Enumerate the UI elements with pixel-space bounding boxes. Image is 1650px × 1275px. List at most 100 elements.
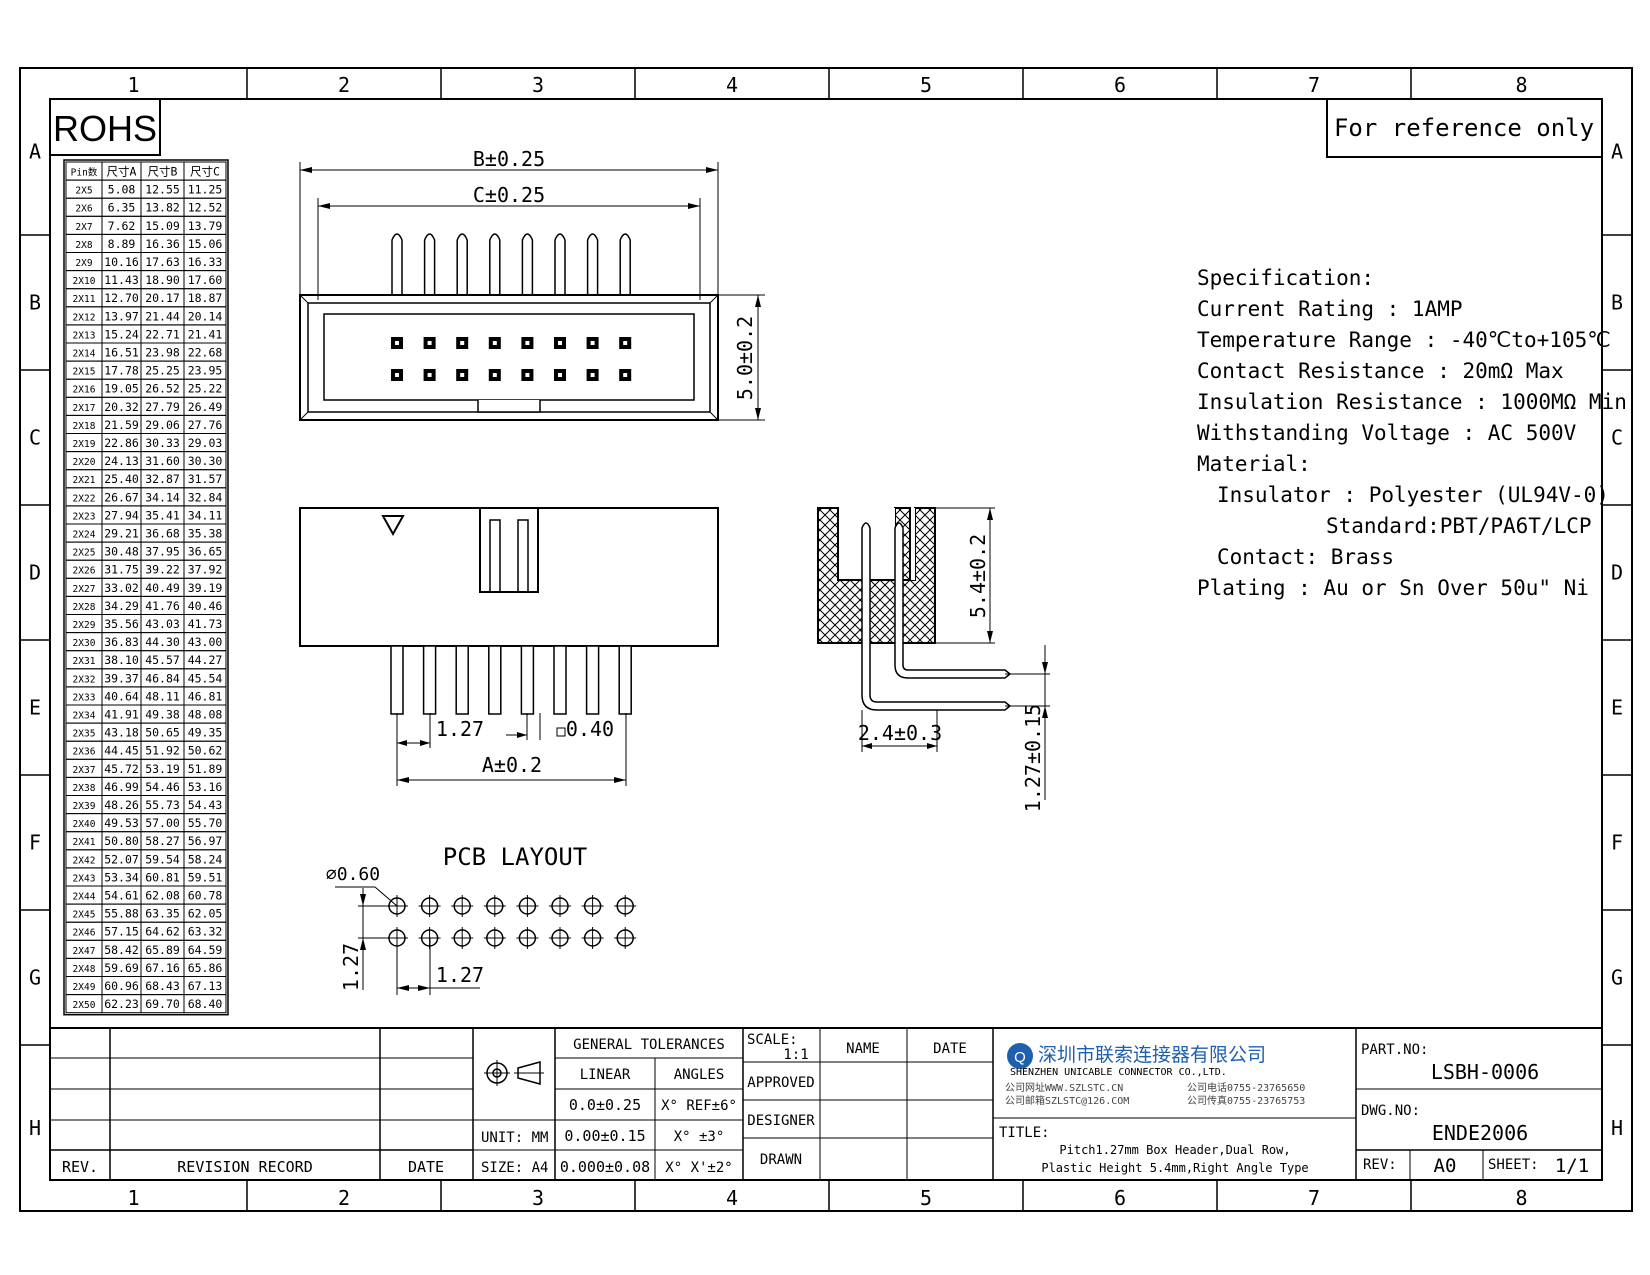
table-header-cell: 尺寸B — [148, 165, 178, 179]
dim-height: 5.0±0.2 — [733, 316, 757, 400]
spec-line-8: Standard:PBT/PA6T/LCP — [1326, 514, 1592, 538]
company-fax: 公司传真0755-23765753 — [1187, 1094, 1305, 1107]
table-cell: 63.35 — [145, 907, 180, 921]
top-body — [299, 507, 719, 647]
table-cell: 2X9 — [75, 258, 92, 269]
spec-line-10: Plating : Au or Sn Over 50u" Ni — [1197, 576, 1589, 600]
table-cell: 30.33 — [145, 436, 180, 450]
table-cell: 38.10 — [104, 653, 139, 667]
tol-linear-0: 0.0±0.25 — [569, 1096, 641, 1114]
company-name-cn: 深圳市联索连接器有限公司 — [1038, 1044, 1266, 1066]
table-cell: 2X7 — [75, 222, 92, 233]
table-cell: 10.16 — [104, 255, 139, 269]
table-cell: 20.32 — [104, 400, 139, 414]
table-cell: 58.27 — [145, 834, 180, 848]
rohs-label: ROHS — [53, 108, 157, 149]
table-cell: 31.75 — [104, 563, 139, 577]
slot-pin — [517, 519, 529, 593]
table-cell: 57.00 — [145, 816, 180, 830]
table-cell: 2X30 — [73, 638, 96, 649]
table-cell: 15.06 — [188, 237, 223, 251]
tol-angle-2: X° X'±2° — [665, 1160, 732, 1176]
table-cell: 34.29 — [104, 599, 139, 613]
spec-line-4: Insulation Resistance : 1000MΩ Min — [1197, 390, 1627, 414]
table-cell: 62.08 — [145, 889, 180, 903]
title-block: REV. REVISION RECORD DATE UNIT: MM SIZE:… — [50, 1027, 1602, 1180]
spec-line-9: Contact: Brass — [1217, 545, 1394, 569]
table-cell: 37.95 — [145, 545, 180, 559]
dim-b: B±0.25 — [473, 147, 545, 171]
dim-side-pitch: 1.27±0.15 — [1021, 704, 1045, 812]
row-label-right: A — [1611, 140, 1623, 164]
row-label-left: B — [29, 291, 41, 315]
table-cell: 16.36 — [145, 237, 180, 251]
table-cell: 31.57 — [188, 472, 223, 486]
linear-header: LINEAR — [580, 1067, 631, 1083]
front-cavity — [323, 313, 695, 401]
table-cell: 68.43 — [145, 979, 180, 993]
table-cell: 49.35 — [188, 726, 223, 740]
table-cell: 37.92 — [188, 563, 223, 577]
table-cell: 26.49 — [188, 400, 223, 414]
table-cell: 12.55 — [145, 183, 180, 197]
table-cell: 59.54 — [145, 852, 180, 866]
table-cell: 35.38 — [188, 527, 223, 541]
name-header: NAME — [846, 1041, 880, 1057]
table-cell: 2X22 — [73, 493, 96, 504]
arrow — [688, 203, 700, 209]
table-cell: 54.43 — [188, 798, 223, 812]
title-line-1: Pitch1.27mm Box Header,Dual Row, — [1059, 1143, 1290, 1157]
unit-label: UNIT: MM — [481, 1130, 548, 1146]
top-pin — [520, 645, 535, 715]
table-cell: 45.57 — [145, 653, 180, 667]
company-name-en: SHENZHEN UNICABLE CONNECTOR CO.,LTD. — [1010, 1067, 1227, 1078]
table-cell: 43.18 — [104, 726, 139, 740]
pin1-marker — [381, 515, 405, 537]
table-cell: 8.89 — [108, 237, 136, 251]
table-cell: 65.89 — [145, 943, 180, 957]
square-symbol — [556, 727, 566, 737]
rev-header: REV. — [62, 1158, 98, 1176]
title-label: TITLE: — [999, 1125, 1050, 1141]
table-cell: 2X43 — [73, 873, 96, 884]
top-pin — [618, 645, 632, 715]
table-cell: 52.07 — [104, 852, 139, 866]
table-cell: 30.48 — [104, 545, 139, 559]
polarization-key — [477, 400, 541, 413]
table-cell: 45.72 — [104, 762, 139, 776]
front-pin — [489, 233, 501, 295]
table-cell: 2X15 — [73, 367, 96, 378]
table-cell: 67.13 — [188, 979, 223, 993]
table-cell: 41.76 — [145, 599, 180, 613]
top-pin — [390, 645, 404, 715]
top-pin — [455, 645, 469, 715]
table-cell: 68.40 — [188, 997, 223, 1011]
table-cell: 25.25 — [145, 364, 180, 378]
table-cell: 62.23 — [104, 997, 139, 1011]
front-pin — [391, 233, 403, 295]
table-cell: 2X18 — [73, 421, 96, 432]
table-cell: 41.91 — [104, 708, 139, 722]
table-cell: 49.53 — [104, 816, 139, 830]
dim-c: C±0.25 — [473, 183, 545, 207]
table-cell: 60.81 — [145, 870, 180, 884]
top-pin — [422, 645, 437, 715]
col-label-top: 8 — [1515, 73, 1527, 97]
table-cell: 2X50 — [73, 1000, 96, 1011]
arrow — [318, 203, 330, 209]
table-cell: 2X39 — [73, 801, 96, 812]
table-cell: 53.16 — [188, 780, 223, 794]
table-cell: 56.97 — [188, 834, 223, 848]
scale-value: 1:1 — [783, 1047, 808, 1063]
table-cell: 62.05 — [188, 907, 223, 921]
table-cell: 2X24 — [73, 530, 96, 541]
table-cell: 18.87 — [188, 291, 223, 305]
front-pin — [586, 233, 599, 295]
table-cell: 2X29 — [73, 620, 96, 631]
table-cell: 45.54 — [188, 671, 223, 685]
table-cell: 2X13 — [73, 330, 96, 341]
table-cell: 2X20 — [73, 457, 96, 468]
table-cell: 46.81 — [188, 689, 223, 703]
col-label-top: 6 — [1114, 73, 1126, 97]
table-cell: 2X21 — [73, 475, 96, 486]
